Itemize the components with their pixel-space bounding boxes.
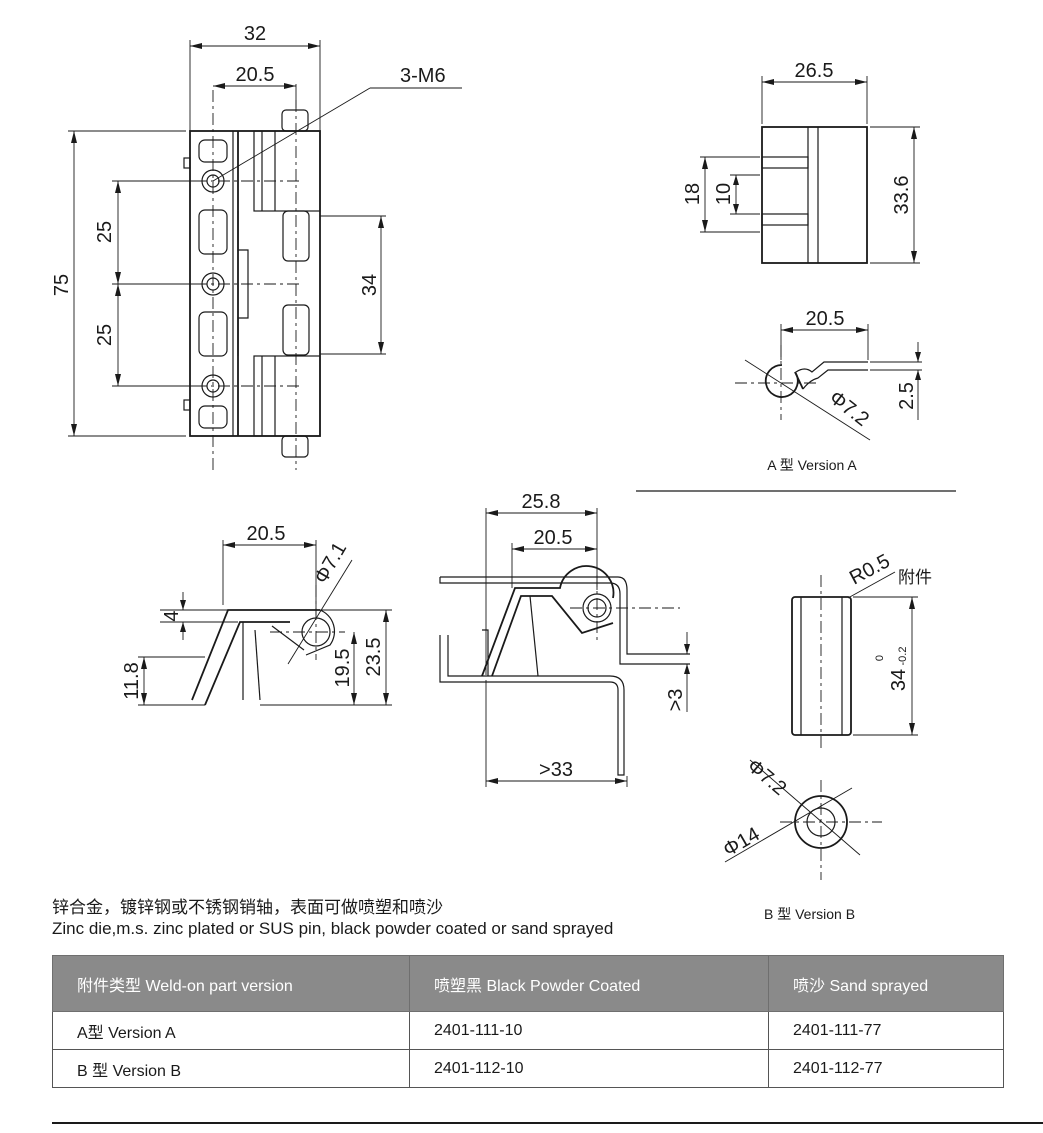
dim-26-5: 26.5	[795, 60, 834, 82]
caption-version-a: A 型 Version A	[767, 457, 857, 473]
dim-mp-gt-33: >33	[539, 759, 573, 781]
dim-34: 34	[359, 274, 381, 296]
dim-33-6: 33.6	[891, 176, 913, 215]
version-a-view: 20.5 Φ7.2 2.5 A 型 Version A	[735, 308, 922, 473]
table-cell: A型 Version A	[52, 1011, 410, 1050]
bottom-rule	[52, 1122, 1043, 1124]
table-cell: 2401-111-77	[768, 1011, 1004, 1050]
dim-mp-20-5: 20.5	[534, 527, 573, 549]
spec-table: 附件类型 Weld-on part version 喷塑黑 Black Powd…	[52, 955, 1004, 1088]
description-english: Zinc die,m.s. zinc plated or SUS pin, bl…	[52, 919, 614, 938]
side-view: 26.5 18 10 33.6	[682, 60, 920, 264]
dim-25-lower: 25	[94, 324, 116, 346]
description-chinese: 锌合金，镀锌钢或不锈钢销轴，表面可做喷塑和喷沙	[52, 898, 443, 917]
dim-a-dia-7-2: Φ7.2	[825, 387, 873, 431]
dim-75: 75	[51, 274, 73, 296]
dim-lp-19-5: 19.5	[332, 649, 354, 688]
dim-lp-4: 4	[161, 610, 183, 621]
table-row: B 型 Version B 2401-112-10 2401-112-77	[52, 1049, 1004, 1088]
table-cell: B 型 Version B	[52, 1049, 410, 1088]
technical-drawing: 32 20.5 3-M6 75 25 25 34	[51, 23, 956, 880]
dim-25-upper: 25	[94, 221, 116, 243]
header-weld-on-version: 附件类型 Weld-on part version	[52, 955, 410, 1012]
left-profile-view: 20.5 Φ7.1 4 11.8 19.5 23.5	[121, 523, 392, 706]
table-row: A型 Version A 2401-111-10 2401-111-77	[52, 1011, 1004, 1050]
header-sand-sprayed: 喷沙 Sand sprayed	[768, 955, 1004, 1012]
header-black-powder: 喷塑黑 Black Powder Coated	[409, 955, 769, 1012]
label-3-m6: 3-M6	[400, 65, 446, 87]
dim-b-dia-14: Φ14	[720, 823, 764, 861]
dim-b-dia-7-2: Φ7.2	[743, 755, 791, 800]
table-cell: 2401-112-10	[409, 1049, 769, 1088]
dim-b-34: 34	[888, 669, 910, 691]
table-cell: 2401-112-77	[768, 1049, 1004, 1088]
dim-18: 18	[682, 183, 704, 205]
dim-lp-11-8: 11.8	[121, 662, 143, 699]
dim-b-tol-lower: -0.2	[897, 647, 909, 666]
caption-version-b: B 型 Version B	[764, 906, 856, 922]
dim-b-r0-5: R0.5	[846, 550, 894, 589]
dim-lp-20-5: 20.5	[247, 523, 286, 545]
table-header-row: 附件类型 Weld-on part version 喷塑黑 Black Powd…	[52, 955, 1004, 1012]
front-view: 32 20.5 3-M6 75 25 25 34	[51, 23, 462, 472]
dim-a-20-5: 20.5	[806, 308, 845, 330]
dim-20-5: 20.5	[236, 64, 275, 86]
version-b-view: R0.5 附件 34 0 -0.2 Φ7.2 Φ14	[720, 550, 932, 880]
label-b-attachment: 附件	[898, 568, 932, 587]
dim-32: 32	[244, 23, 266, 45]
dim-mp-gt-3: >3	[665, 689, 687, 712]
dim-lp-23-5: 23.5	[363, 638, 385, 677]
table-cell: 2401-111-10	[409, 1011, 769, 1050]
dim-b-tol-upper: 0	[874, 655, 886, 661]
middle-profile-view: 25.8 20.5 >3 >33	[439, 491, 690, 787]
dim-a-2-5: 2.5	[896, 382, 918, 410]
dim-mp-25-8: 25.8	[522, 491, 561, 513]
dim-10: 10	[713, 183, 735, 205]
